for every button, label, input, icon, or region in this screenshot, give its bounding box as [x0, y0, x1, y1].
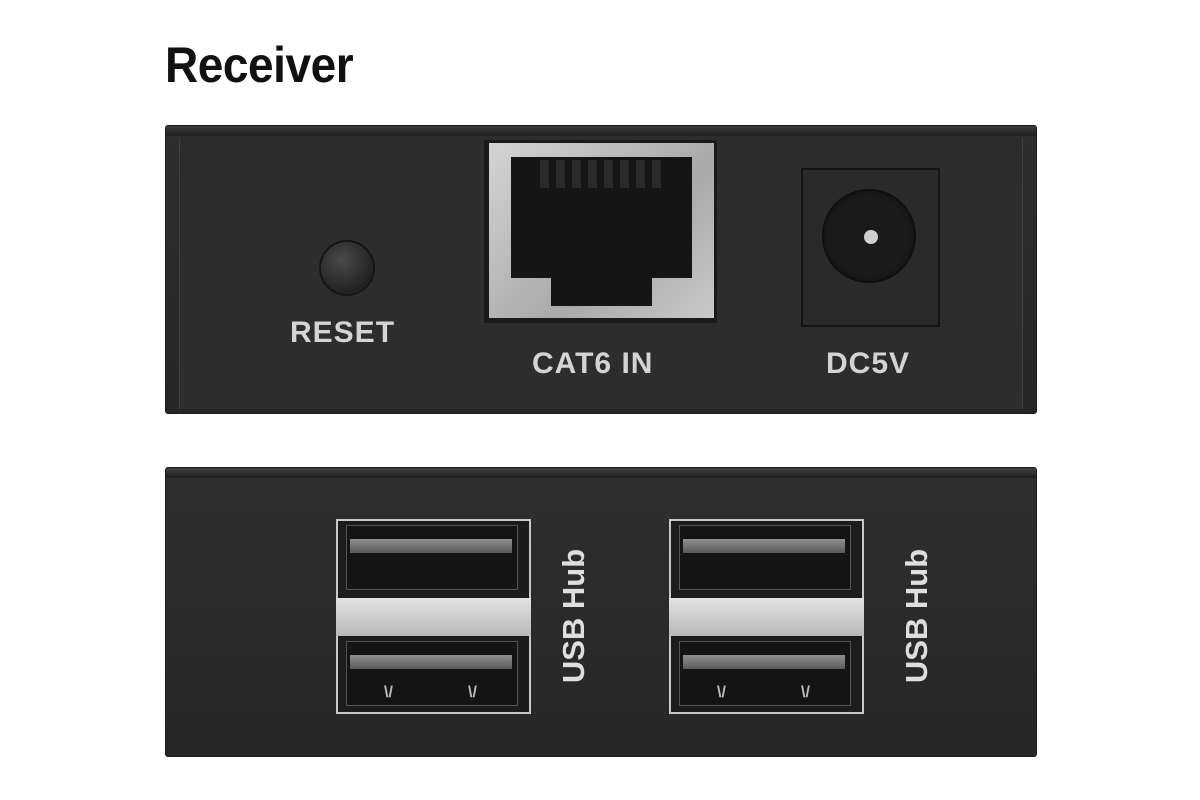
usb-divider: [336, 598, 531, 636]
usb-hub-2: \/ \/: [669, 519, 864, 714]
usb-tongue: [683, 539, 845, 553]
panel-edge: [166, 468, 1036, 478]
usb-hub-label-1: USB Hub: [556, 548, 591, 684]
usb-divider: [669, 598, 864, 636]
usb-latch-mark: \/: [801, 684, 810, 701]
usb-port-top[interactable]: [346, 525, 518, 590]
reset-label: RESET: [290, 316, 396, 349]
usb-port-bottom[interactable]: [346, 641, 518, 706]
rj45-latch-slot: [551, 277, 652, 306]
usb-hub-1: \/ \/: [336, 519, 531, 714]
cat6-label: CAT6 IN: [532, 347, 654, 380]
receiver-back-panel: [165, 467, 1037, 757]
usb-port-top[interactable]: [679, 525, 851, 590]
reset-button[interactable]: [321, 242, 373, 294]
usb-latch-mark: \/: [717, 684, 726, 701]
usb-tongue: [683, 655, 845, 669]
usb-port-bottom[interactable]: [679, 641, 851, 706]
rj45-pins: [540, 160, 665, 188]
page-title: Receiver: [165, 37, 354, 93]
panel-edge: [166, 126, 1036, 136]
usb-tongue: [350, 655, 512, 669]
usb-hub-label-2: USB Hub: [899, 548, 934, 684]
dc-jack-pin: [862, 228, 880, 246]
dc-label: DC5V: [826, 347, 911, 380]
usb-latch-mark: \/: [468, 684, 477, 701]
usb-latch-mark: \/: [384, 684, 393, 701]
usb-tongue: [350, 539, 512, 553]
